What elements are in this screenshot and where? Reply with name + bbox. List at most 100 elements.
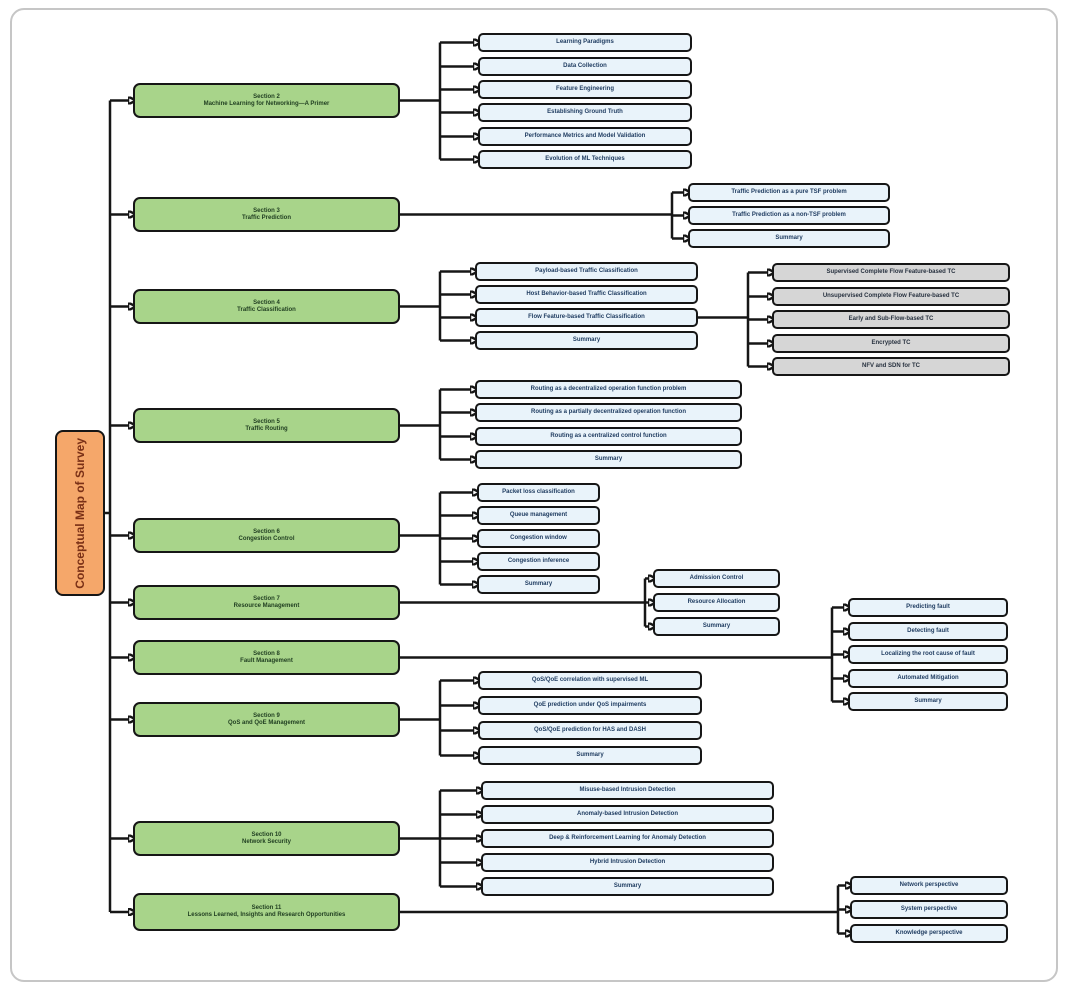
connector-s9 (400, 680, 442, 756)
node-data-collection: Data Collection (478, 57, 692, 76)
section-2-box: Section 2 Machine Learning for Networkin… (133, 83, 400, 118)
section-8-box: Section 8 Fault Management (133, 640, 400, 675)
node-label: Packet loss classification (502, 489, 575, 496)
section-name: Resource Management (233, 602, 300, 609)
node-deep-rl-anomaly-detection: Deep & Reinforcement Learning for Anomal… (481, 829, 774, 848)
section-7-box: Section 7 Resource Management (133, 585, 400, 620)
node-label: QoE prediction under QoS impairments (533, 702, 647, 709)
node-label: Summary (524, 581, 553, 588)
node-label: Summary (576, 752, 604, 759)
node-s3-summary: Summary (688, 229, 890, 248)
node-routing-centralized: Routing as a centralized control functio… (475, 427, 742, 446)
node-congestion-inference: Congestion inference (477, 552, 600, 571)
node-label: Summary (613, 883, 642, 890)
node-label: Network perspective (899, 882, 959, 889)
root-label: Conceptual Map of Survey (73, 437, 87, 589)
node-s6-summary: Summary (477, 575, 600, 594)
connector-s5 (400, 389, 442, 460)
section-5-box: Section 5 Traffic Routing (133, 408, 400, 443)
node-label: Traffic Prediction as a pure TSF problem (731, 189, 847, 196)
node-label: Congestion inference (507, 558, 570, 565)
section-title: Section 7 (253, 595, 280, 602)
connector-s4 (400, 271, 442, 341)
node-qos-qoe-prediction-has-dash: QoS/QoE prediction for HAS and DASH (478, 721, 702, 740)
section-title: Section 2 (253, 93, 280, 100)
node-anomaly-ids: Anomaly-based Intrusion Detection (481, 805, 774, 824)
node-label: Congestion window (510, 535, 567, 542)
section-name: Traffic Prediction (241, 214, 291, 221)
node-performance-metrics-model-validation: Performance Metrics and Model Validation (478, 127, 692, 146)
connector-s3 (400, 192, 674, 239)
node-supervised-complete-flow-tc: Supervised Complete Flow Feature-based T… (772, 263, 1010, 282)
node-label: Routing as a decentralized operation fun… (530, 386, 687, 393)
connector-s2 (400, 42, 442, 160)
node-system-perspective: System perspective (850, 900, 1008, 919)
section-name: Traffic Routing (245, 425, 288, 432)
connector-s10 (400, 790, 442, 887)
connector-trunk (104, 100, 112, 912)
connector-s6 (400, 492, 442, 585)
node-label: Deep & Reinforcement Learning for Anomal… (549, 835, 706, 842)
section-3-box: Section 3 Traffic Prediction (133, 197, 400, 232)
section-name: QoS and QoE Management (227, 719, 305, 726)
node-queue-management: Queue management (477, 506, 600, 525)
section-name: Traffic Classification (237, 306, 296, 313)
figure-border (10, 8, 1058, 982)
node-s4-summary: Summary (475, 331, 698, 350)
node-host-behavior-based-tc: Host Behavior-based Traffic Classificati… (475, 285, 698, 304)
node-flow-feature-based-tc: Flow Feature-based Traffic Classificatio… (475, 308, 698, 327)
node-qos-qoe-correlation: QoS/QoE correlation with supervised ML (478, 671, 702, 690)
node-label: Summary (594, 456, 623, 463)
node-label: Routing as a centralized control functio… (550, 433, 667, 440)
section-title: Section 3 (253, 207, 280, 214)
section-name: Machine Learning for Networking—A Primer (203, 100, 330, 107)
node-automated-mitigation: Automated Mitigation (848, 669, 1008, 688)
node-misuse-ids: Misuse-based Intrusion Detection (481, 781, 774, 800)
node-hybrid-ids: Hybrid Intrusion Detection (481, 853, 774, 872)
node-label: Learning Paradigms (556, 39, 614, 46)
node-resource-allocation: Resource Allocation (653, 593, 780, 612)
node-label: Data Collection (563, 63, 607, 70)
node-label: Localizing the root cause of fault (881, 651, 975, 658)
node-label: Encrypted TC (871, 340, 911, 347)
node-tp-pure-tsf: Traffic Prediction as a pure TSF problem (688, 183, 890, 202)
section-title: Section 4 (253, 299, 280, 306)
node-label: Resource Allocation (687, 599, 746, 606)
node-label: Feature Engineering (555, 86, 614, 93)
node-learning-paradigms: Learning Paradigms (478, 33, 692, 52)
node-label: Anomaly-based Intrusion Detection (576, 811, 678, 818)
node-establishing-ground-truth: Establishing Ground Truth (478, 103, 692, 122)
node-label: Establishing Ground Truth (547, 109, 623, 116)
section-title: Section 6 (253, 528, 280, 535)
node-evolution-of-ml-techniques: Evolution of ML Techniques (478, 150, 692, 169)
node-label: Performance Metrics and Model Validation (524, 133, 646, 140)
section-10-box: Section 10 Network Security (133, 821, 400, 856)
node-unsupervised-complete-flow-tc: Unsupervised Complete Flow Feature-based… (772, 287, 1010, 306)
section-title: Section 5 (253, 418, 280, 425)
root-box: Conceptual Map of Survey (55, 430, 105, 596)
node-tp-non-tsf: Traffic Prediction as a non-TSF problem (688, 206, 890, 225)
node-label: Misuse-based Intrusion Detection (579, 787, 676, 794)
section-11-box: Section 11 Lessons Learned, Insights and… (133, 893, 400, 931)
node-s8-summary: Summary (848, 692, 1008, 711)
node-s10-summary: Summary (481, 877, 774, 896)
node-nfv-sdn-tc: NFV and SDN for TC (772, 357, 1010, 376)
node-payload-based-tc: Payload-based Traffic Classification (475, 262, 698, 281)
connector-s4-gray (698, 272, 750, 367)
section-9-box: Section 9 QoS and QoE Management (133, 702, 400, 737)
node-label: Evolution of ML Techniques (545, 156, 625, 163)
node-s5-summary: Summary (475, 450, 742, 469)
node-label: Routing as a partially decentralized ope… (530, 409, 687, 416)
node-admission-control: Admission Control (653, 569, 780, 588)
node-congestion-window: Congestion window (477, 529, 600, 548)
node-knowledge-perspective: Knowledge perspective (850, 924, 1008, 943)
node-s7-summary: Summary (653, 617, 780, 636)
node-label: Flow Feature-based Traffic Classificatio… (528, 314, 645, 321)
node-label: Detecting fault (907, 628, 949, 635)
node-feature-engineering: Feature Engineering (478, 80, 692, 99)
node-qoe-prediction-impairments: QoE prediction under QoS impairments (478, 696, 702, 715)
node-label: Summary (702, 623, 731, 630)
node-label: Admission Control (689, 575, 744, 582)
